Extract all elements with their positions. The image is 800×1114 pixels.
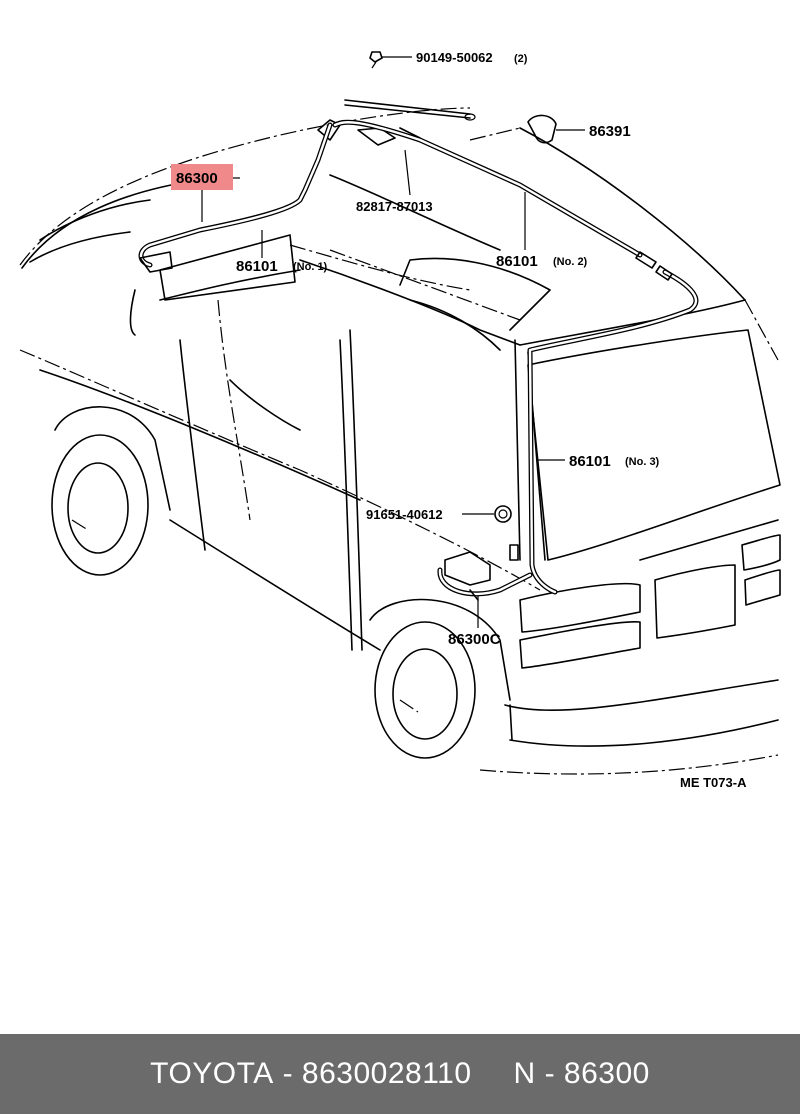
footer-space (293, 1057, 302, 1091)
footer-separator-dash-2: - (544, 1057, 556, 1090)
label-86391[interactable]: 86391 (589, 123, 631, 140)
label-86101-no2[interactable]: 86101 (496, 253, 538, 270)
highlight-86300 (171, 164, 233, 190)
footer-separator (274, 1057, 283, 1091)
footer-brand: TOYOTA (150, 1057, 274, 1090)
diagram-reference-code: ME T073-A (680, 775, 747, 790)
label-86101-no2-tag: (No. 2) (553, 256, 588, 268)
label-86300[interactable]: 86300 (176, 170, 218, 187)
label-86101-no1[interactable]: 86101 (236, 258, 278, 275)
footer-prefix: N (513, 1057, 536, 1090)
part-labels: 86300 90149-50062 (2) 86391 82817-87013 … (171, 50, 747, 790)
label-82817-87013[interactable]: 82817-87013 (356, 199, 433, 214)
parts-diagram: 86300 90149-50062 (2) 86391 82817-87013 … (19, 50, 781, 790)
vehicle-outline (19, 107, 781, 775)
label-86101-no3[interactable]: 86101 (569, 453, 611, 470)
footer-space-2 (536, 1057, 545, 1091)
footer-ref-number[interactable]: 86300 (563, 1057, 650, 1090)
label-86101-no1-tag: (No. 1) (293, 261, 328, 273)
label-86300c[interactable]: 86300C (448, 631, 501, 648)
label-86101-no3-tag: (No. 3) (625, 456, 660, 468)
antenna-assembly (138, 51, 699, 601)
footer-part-number[interactable]: 8630028110 (301, 1057, 472, 1090)
label-90149-50062[interactable]: 90149-50062 (416, 50, 493, 65)
leader-lines (201, 56, 585, 628)
label-90149-qty: (2) (514, 53, 528, 65)
footer-separator-dash: - (282, 1057, 294, 1090)
footer-space-3 (555, 1057, 564, 1091)
part-info-footer: TOYOTA - 8630028110 N - 86300 (0, 1034, 800, 1114)
label-91651-40612[interactable]: 91651-40612 (366, 507, 443, 522)
